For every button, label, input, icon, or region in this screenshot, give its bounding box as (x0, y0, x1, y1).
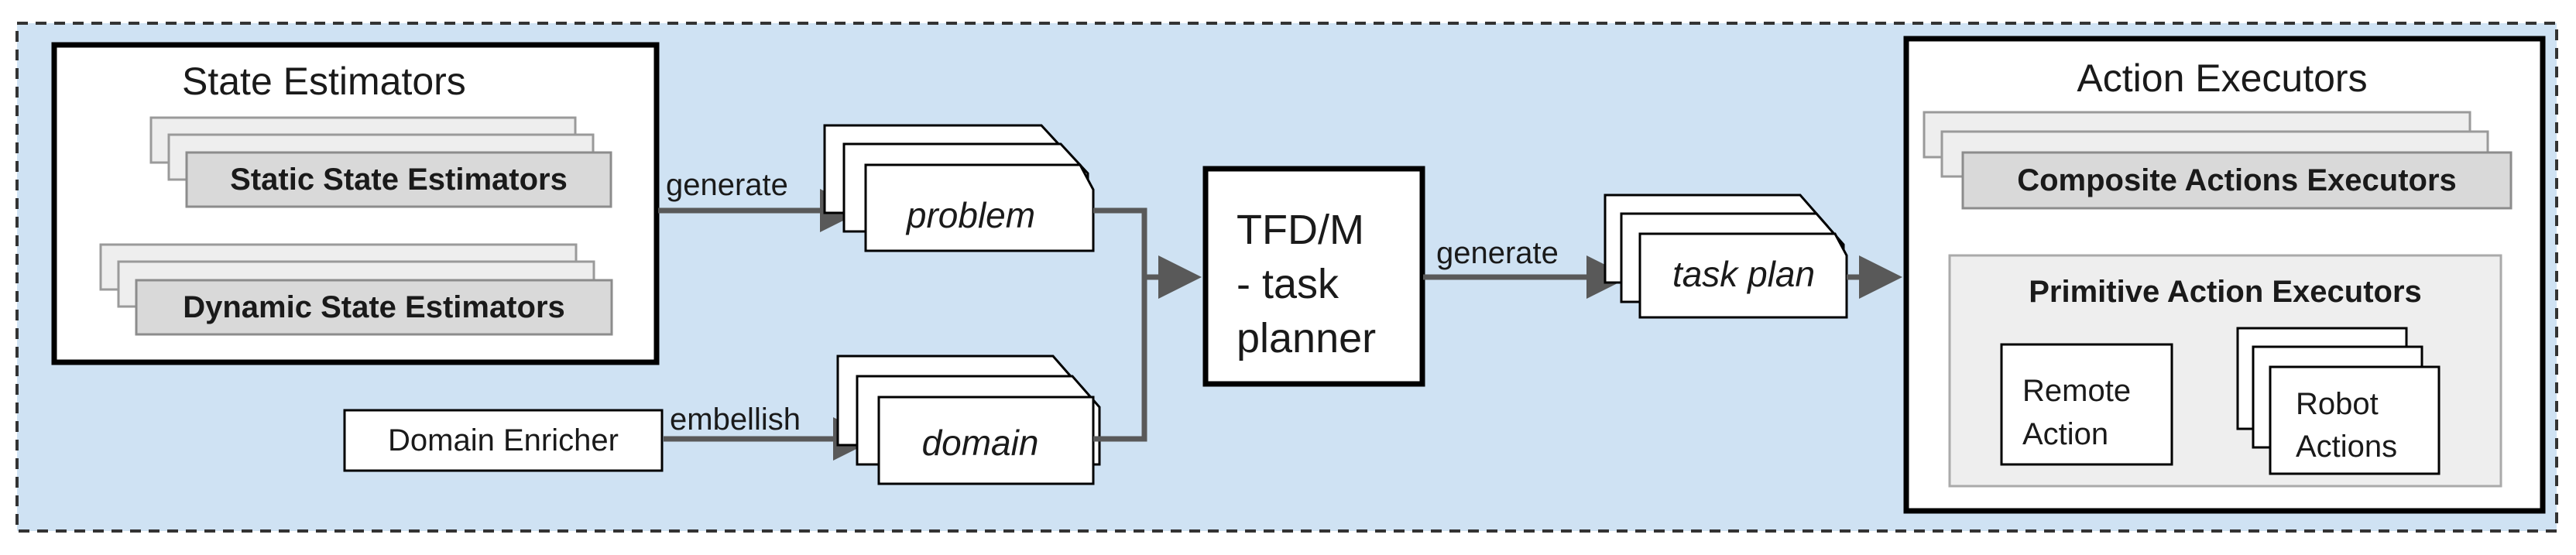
task-planner-box (1202, 166, 1425, 387)
problem-document-label: problem (905, 195, 1035, 235)
dynamic-state-estimators-stack: Dynamic State Estimators (99, 243, 613, 336)
composite-actions-executors-stack: Composite Actions Executors (1923, 111, 2513, 210)
robot-actions-stack: Robot Actions (2236, 327, 2441, 475)
task-plan-document-stack: task plan (1604, 194, 1848, 319)
remote-action-line1: Remote (2022, 374, 2131, 408)
task-planner-line2: - task (1237, 261, 1339, 307)
state-estimators-title: State Estimators (182, 60, 466, 103)
dynamic-state-estimators-label: Dynamic State Estimators (183, 290, 565, 324)
domain-document-label: domain (922, 423, 1039, 463)
primitive-action-executors-panel: Primitive Action Executors Remote Action… (1948, 254, 2502, 488)
composite-actions-executors-label: Composite Actions Executors (2017, 163, 2457, 197)
static-state-estimators-stack: Static State Estimators (149, 116, 612, 208)
robot-actions-line2: Actions (2296, 430, 2397, 464)
generate-problem-label: generate (666, 168, 788, 202)
task-plan-document-label: task plan (1672, 254, 1815, 294)
generate-plan-label: generate (1436, 236, 1559, 270)
task-planner-line1: TFD/M (1237, 207, 1364, 253)
domain-enricher-label: Domain Enricher (388, 423, 619, 457)
static-state-estimators-label: Static State Estimators (230, 163, 568, 197)
problem-document-stack: problem (823, 124, 1095, 252)
task-planner-line3: planner (1237, 315, 1376, 361)
remote-action-box (2000, 343, 2173, 466)
connector-problem-to-planner (1093, 207, 1147, 277)
state-estimators-group: State Estimators Static State Estimators… (51, 42, 660, 365)
connector-domain-to-planner (1093, 277, 1147, 442)
action-executors-group: Action Executors Composite Actions Execu… (1903, 36, 2546, 514)
domain-document-stack: domain (836, 355, 1101, 485)
action-executors-title: Action Executors (2077, 57, 2367, 100)
embellish-domain-label: embellish (670, 403, 801, 437)
primitive-action-executors-title: Primitive Action Executors (2029, 275, 2422, 309)
remote-action-line2: Action (2022, 417, 2108, 451)
robot-actions-line1: Robot (2296, 387, 2379, 421)
domain-enricher-box (343, 409, 664, 472)
